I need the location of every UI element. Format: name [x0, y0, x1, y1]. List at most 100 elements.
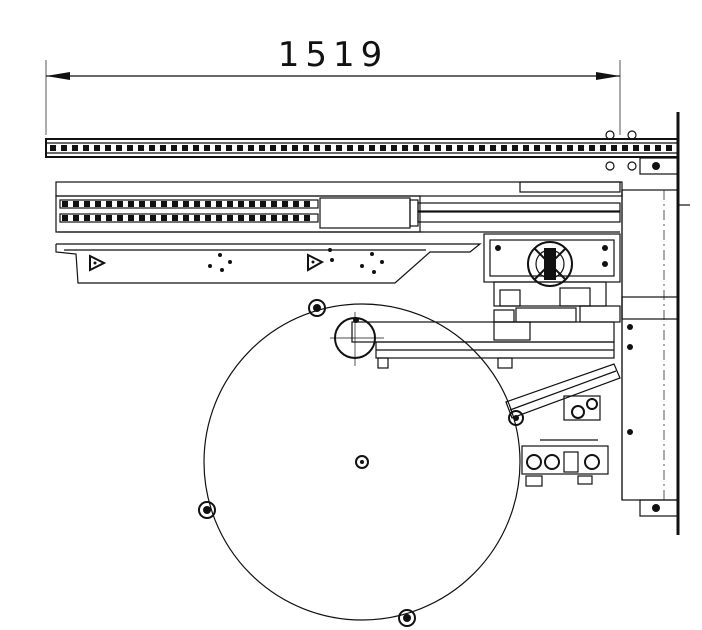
- drive-wheel: [527, 241, 573, 287]
- chain-link: [194, 215, 200, 221]
- chain-link: [94, 145, 100, 151]
- chain-link: [150, 215, 156, 221]
- chain-link: [205, 215, 211, 221]
- chain-link: [622, 145, 628, 151]
- chain-link: [73, 201, 79, 207]
- chain-link: [150, 201, 156, 207]
- chain-link: [589, 145, 595, 151]
- chain-link: [172, 215, 178, 221]
- chain-link: [194, 201, 200, 207]
- chain-link: [644, 145, 650, 151]
- chain-link: [611, 145, 617, 151]
- pivot-arm: [330, 312, 615, 369]
- chain-link: [128, 201, 134, 207]
- chain-link: [413, 145, 419, 151]
- chain-link: [237, 145, 243, 151]
- chain-link: [72, 145, 78, 151]
- chain-link: [249, 201, 255, 207]
- diagonal-strut: [505, 363, 621, 426]
- chain-link: [271, 215, 277, 221]
- triangle-marker-right: [307, 253, 325, 272]
- upper-carriage: [55, 181, 623, 233]
- chain-link: [271, 201, 277, 207]
- chain-link: [545, 145, 551, 151]
- chain-link: [127, 145, 133, 151]
- chain-link: [293, 201, 299, 207]
- reel-bolt-top: [308, 299, 326, 317]
- chain-link: [435, 145, 441, 151]
- chain-link: [347, 145, 353, 151]
- right-frame: [605, 112, 690, 535]
- chain-link: [270, 145, 276, 151]
- chain-link: [369, 145, 375, 151]
- chain-link: [149, 145, 155, 151]
- chain-link: [50, 145, 56, 151]
- chain-link: [138, 145, 144, 151]
- chain-link: [171, 145, 177, 151]
- chain-link: [424, 145, 430, 151]
- chain-link: [633, 145, 639, 151]
- sensor-block: [521, 439, 609, 487]
- chain-link: [161, 215, 167, 221]
- chain-link: [314, 145, 320, 151]
- chain-link: [402, 145, 408, 151]
- chain-link: [304, 201, 310, 207]
- chain-link: [304, 215, 310, 221]
- chain-link: [116, 145, 122, 151]
- chain-link: [523, 145, 529, 151]
- chain-link: [556, 145, 562, 151]
- chain-link: [655, 145, 661, 151]
- chain-link: [293, 215, 299, 221]
- chain-link: [303, 145, 309, 151]
- chain-link: [106, 201, 112, 207]
- chain-link: [227, 215, 233, 221]
- hole-pattern-1: [208, 253, 232, 272]
- chain-link: [479, 145, 485, 151]
- chain-link: [501, 145, 507, 151]
- reel-outline: [203, 303, 521, 621]
- chain-link: [281, 145, 287, 151]
- bracket-plate: [55, 243, 482, 284]
- chain-link: [183, 215, 189, 221]
- chain-link: [226, 145, 232, 151]
- chain-link: [95, 201, 101, 207]
- chain-link: [95, 215, 101, 221]
- triangle-marker-left: [89, 254, 107, 272]
- reel-bolt-left: [198, 501, 216, 519]
- chain-link: [391, 145, 397, 151]
- chain-link: [534, 145, 540, 151]
- chain-link: [446, 145, 452, 151]
- chain-link: [117, 201, 123, 207]
- chain-link: [336, 145, 342, 151]
- chain-link: [249, 215, 255, 221]
- chain-link: [139, 215, 145, 221]
- chain-link: [238, 201, 244, 207]
- chain-link: [62, 201, 68, 207]
- dimension-arrow-left: [46, 72, 70, 80]
- chain-link: [216, 201, 222, 207]
- chain-link: [666, 145, 672, 151]
- chain-link: [292, 145, 298, 151]
- chain-link: [358, 145, 364, 151]
- chain-link: [457, 145, 463, 151]
- chain-link: [61, 145, 67, 151]
- chain-link: [282, 215, 288, 221]
- drive-housing: [483, 233, 621, 323]
- chain-link: [183, 201, 189, 207]
- dimension-arrow-right: [596, 72, 620, 80]
- chain-link: [578, 145, 584, 151]
- chain-link: [260, 215, 266, 221]
- chain-link: [84, 201, 90, 207]
- reel-disc: [198, 299, 521, 627]
- chain-link: [204, 145, 210, 151]
- reel-center: [355, 455, 369, 469]
- chain-link: [172, 201, 178, 207]
- chain-link: [160, 145, 166, 151]
- chain-link: [205, 201, 211, 207]
- chain-link: [282, 201, 288, 207]
- chain-link: [105, 145, 111, 151]
- chain-link: [380, 145, 386, 151]
- chain-link: [248, 145, 254, 151]
- chain-link: [128, 215, 134, 221]
- top-conveyor-rail: [45, 138, 679, 158]
